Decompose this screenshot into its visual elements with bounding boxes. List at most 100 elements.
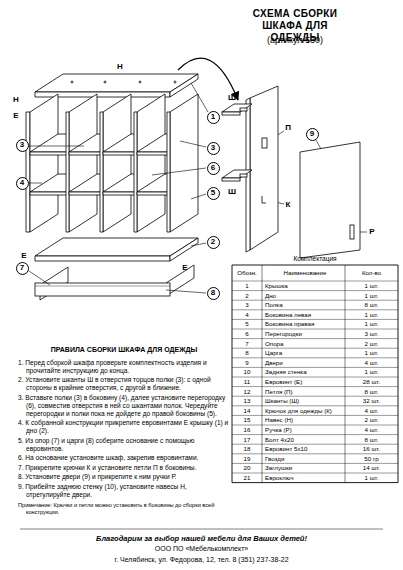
table-cell: Дно: [265, 291, 345, 301]
rule-item: 4. К собранной конструкции прикрепите ев…: [18, 419, 230, 435]
base: [35, 283, 170, 296]
bottom-board: [35, 238, 198, 261]
callout-number: 8: [207, 287, 220, 300]
part-letter: К: [286, 200, 291, 210]
table-cell: Евровинт 5х10: [265, 444, 345, 454]
table-cell: 2: [232, 291, 262, 301]
note: Примечание: Крючки и петли можно установ…: [18, 502, 230, 516]
top-board: [71, 81, 73, 83]
detail-inset: [262, 138, 267, 148]
detail-inset: [300, 142, 360, 258]
carcass: [137, 192, 170, 195]
carcass: [100, 112, 103, 232]
table-cell: 11: [232, 377, 262, 387]
table-cell: Царга: [265, 348, 345, 358]
callout-number: 2: [207, 236, 220, 249]
table-cell: 6: [232, 329, 262, 339]
table-cell: 3: [232, 300, 262, 310]
part-letter: Ш: [228, 187, 236, 197]
carcass: [69, 152, 103, 155]
table-cell: Перегородки: [265, 329, 345, 339]
table-cell: 8 шт.: [345, 435, 398, 445]
callout-number: 4: [16, 177, 29, 190]
parts-table-grid: [232, 482, 398, 483]
carcass: [170, 94, 198, 232]
leader-line: [166, 290, 206, 293]
table-cell: 4 шт.: [345, 406, 398, 416]
rule-item: 9. Прибейте заднюю стенку (10), установи…: [18, 483, 230, 499]
leader-line: [152, 168, 206, 175]
parts-table-grid: [232, 300, 398, 301]
parts-table-grid: [232, 434, 398, 435]
part-letter: Е: [13, 111, 18, 121]
table-cell: 17: [232, 435, 262, 445]
top-board: [104, 81, 106, 83]
table-cell: 1: [232, 281, 262, 291]
table-cell: 21: [232, 473, 262, 483]
carcass: [26, 112, 30, 232]
parts-table-grid: [232, 425, 398, 426]
leader-line: [191, 243, 206, 246]
table-cell: 1 шт.: [345, 367, 398, 377]
base: [35, 286, 170, 287]
leader-line: [180, 141, 206, 147]
leader-line: [316, 140, 321, 149]
footer-text: ООО ПО «Мебелькомплект»: [0, 545, 403, 553]
table-title: Комплектация: [232, 255, 398, 263]
detail-inset: [250, 86, 278, 250]
detail-inset: [350, 225, 354, 239]
footer-text: г. Челябинск, ул. Федорова, 12, тел. 8 (…: [0, 556, 403, 564]
detail-inset: [222, 86, 360, 258]
callout-number: 3: [211, 144, 215, 152]
table-cell: 1 шт.: [345, 291, 398, 301]
table-header: Кол-во: [345, 265, 398, 281]
carcass: [137, 152, 170, 155]
table-cell: 16: [232, 425, 262, 435]
callout-number: 1: [207, 111, 220, 124]
table-cell: Евровинт (Е): [265, 377, 345, 387]
part-letter: Ш: [228, 93, 236, 103]
table-cell: 16 шт.: [345, 444, 398, 454]
rule-item: 2. Установите шканты Ш в отверстия торцо…: [18, 376, 230, 392]
callout-number: 5: [207, 187, 220, 200]
table-cell: Крышка: [265, 281, 345, 291]
table-cell: 1 шт.: [345, 281, 398, 291]
table-cell: 13: [232, 396, 262, 406]
table-cell: 9: [232, 358, 262, 368]
callout-number: 3: [20, 141, 24, 149]
table-cell: 2 шт.: [345, 415, 398, 425]
callout-number: 1: [211, 113, 215, 121]
callout-number: 6: [207, 162, 220, 175]
table-cell: 8 шт.: [345, 387, 398, 397]
parts-table-grid: [232, 453, 398, 454]
table-cell: 8 шт.: [345, 300, 398, 310]
parts-table-grid: [232, 290, 398, 291]
leader-line: [29, 183, 42, 184]
table-cell: Полка: [265, 300, 345, 310]
table-cell: 3 шт.: [345, 329, 398, 339]
detail-inset: [222, 178, 240, 181]
parts-table-grid: [232, 319, 398, 320]
table-header: Наименование: [265, 265, 345, 281]
table-cell: 5: [232, 319, 262, 329]
leader-line: [29, 146, 84, 147]
top-board: [170, 74, 198, 97]
parts-table-grid: [232, 377, 398, 378]
callout-number: 4: [20, 179, 24, 187]
detail-inset: [222, 112, 240, 115]
detail-inset: [262, 196, 266, 203]
detail-inset: [222, 170, 252, 178]
table-cell: 50 гр: [345, 454, 398, 464]
table-cell: 2 шт.: [345, 339, 398, 349]
leader-line: [29, 271, 50, 285]
bottom-board: [35, 256, 170, 261]
parts-table-grid: [232, 265, 398, 266]
table-cell: 14 шт.: [345, 463, 398, 473]
callout-number: 3: [207, 142, 220, 155]
callout-number: 5: [211, 189, 215, 197]
table-cell: 14: [232, 406, 262, 416]
callout-number: 6: [211, 164, 215, 172]
carcass: [69, 94, 97, 232]
carcass: [30, 152, 69, 155]
